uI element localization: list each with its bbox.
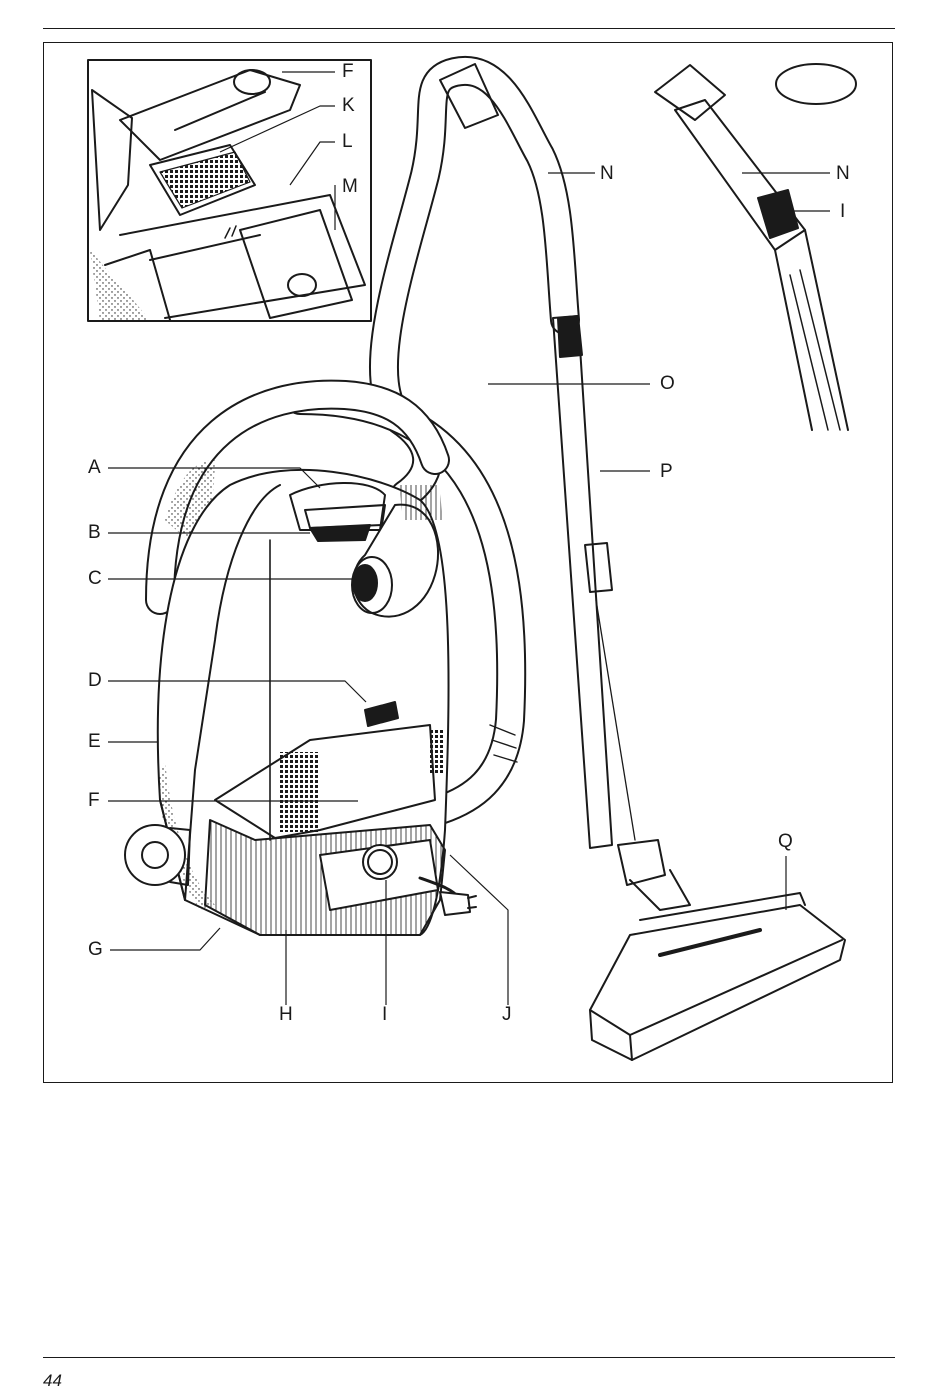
callout-N-detail: N bbox=[836, 164, 850, 184]
callout-I-detail: I bbox=[840, 202, 845, 222]
hose-handle-detail bbox=[655, 65, 848, 430]
callout-H: H bbox=[279, 1005, 293, 1025]
callout-O: O bbox=[660, 374, 675, 394]
callout-C: C bbox=[88, 569, 102, 589]
callout-B: B bbox=[88, 523, 101, 543]
bottom-rule bbox=[43, 1357, 895, 1358]
callout-A: A bbox=[88, 458, 101, 478]
callout-G: G bbox=[88, 940, 103, 960]
callout-P: P bbox=[660, 462, 673, 482]
bag-compartment-inset bbox=[88, 60, 371, 321]
callout-E: E bbox=[88, 732, 101, 752]
callout-L: L bbox=[342, 132, 353, 152]
callout-F-inset: F bbox=[342, 62, 354, 82]
telescopic-tube bbox=[553, 316, 690, 910]
callout-I: I bbox=[382, 1005, 387, 1025]
callout-J: J bbox=[502, 1005, 512, 1025]
callout-N-hose: N bbox=[600, 164, 614, 184]
callout-K: K bbox=[342, 96, 355, 116]
callout-Q: Q bbox=[778, 832, 793, 852]
callout-F: F bbox=[88, 791, 100, 811]
callout-M: M bbox=[342, 177, 358, 197]
callout-D: D bbox=[88, 671, 102, 691]
floor-nozzle bbox=[590, 893, 845, 1060]
page-number: 44 bbox=[43, 1371, 62, 1391]
model-badge-oval bbox=[776, 64, 856, 104]
